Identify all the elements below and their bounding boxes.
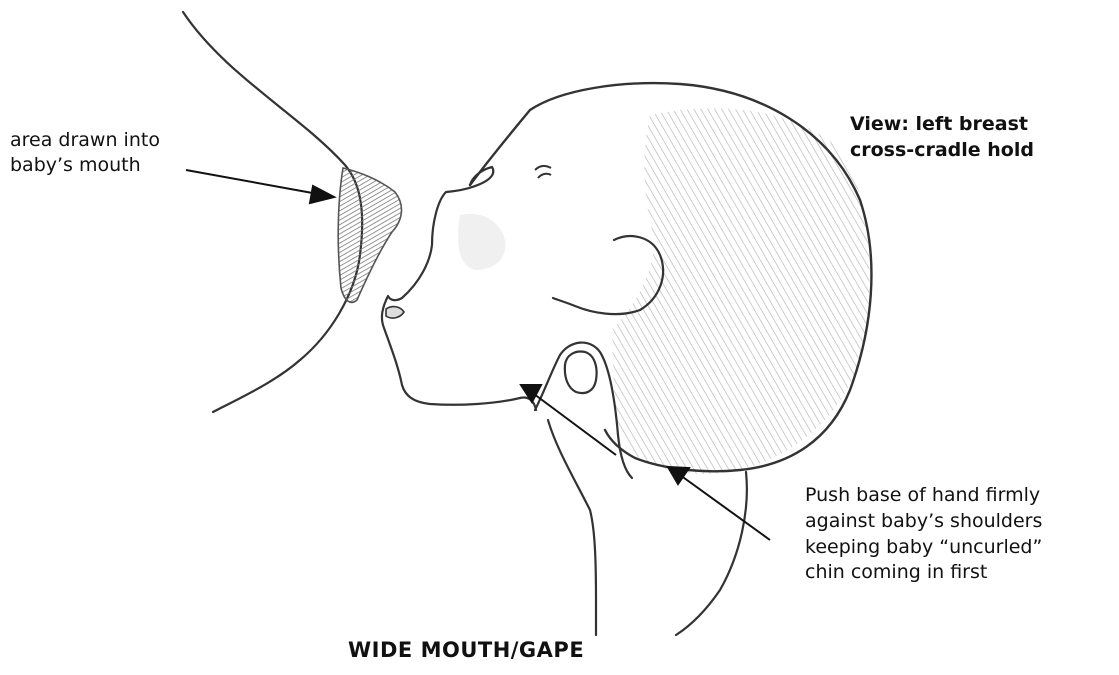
breast-outline	[183, 12, 362, 412]
baby-head	[382, 83, 872, 474]
arrow-shoulder-head	[668, 467, 689, 484]
arm-left-edge	[548, 420, 596, 635]
arrow-areola-line	[186, 170, 318, 194]
breast	[183, 12, 362, 412]
face-outline	[382, 167, 536, 410]
label-push-instruction: Push base of hand firmly against baby’s …	[805, 483, 1042, 586]
cheek-shading	[458, 214, 505, 270]
arrow-chin-head	[521, 385, 541, 402]
label-area-drawn: area drawn into baby’s mouth	[10, 128, 160, 178]
arrow-chin-line	[534, 394, 616, 455]
label-view: View: left breast cross-cradle hold	[850, 111, 1034, 163]
arrow-areola-head	[310, 186, 334, 203]
arm-right-edge	[676, 472, 747, 635]
head-shading	[612, 108, 870, 474]
tongue	[386, 307, 404, 318]
areola-shading	[338, 168, 401, 302]
arrow-shoulder-line	[680, 475, 770, 540]
thumb	[565, 352, 597, 394]
figure-title: WIDE MOUTH/GAPE	[348, 637, 584, 665]
eyebrow	[535, 166, 551, 178]
